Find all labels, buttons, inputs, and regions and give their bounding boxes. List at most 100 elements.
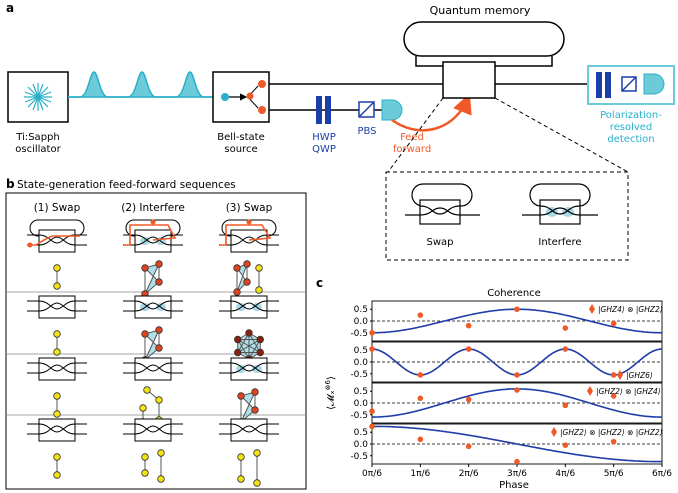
detector-icon — [381, 99, 403, 121]
x-tick-label: 3π/6 — [507, 469, 527, 479]
hwp-label: HWP — [312, 132, 335, 143]
data-point — [465, 396, 472, 403]
y-tick-label: 0.5 — [354, 387, 368, 397]
data-point — [610, 320, 617, 327]
legend-label: |GHZ2⟩ ⊗ |GHZ2⟩ ⊗ |GHZ2⟩ — [560, 428, 663, 437]
data-point — [562, 346, 569, 352]
data-point — [465, 346, 472, 352]
sequence-cell-0-1 — [123, 219, 183, 298]
data-point — [562, 325, 569, 331]
legend-marker — [551, 427, 557, 437]
sequence-cell-3-2 — [219, 418, 279, 487]
feed-forward-arrow — [391, 93, 472, 132]
subplot-2: 0.5 0.0 -0.5 |GHZ6⟩ — [350, 341, 663, 383]
x-tick-label: 0π/6 — [362, 469, 382, 479]
x-tick-label: 2π/6 — [459, 469, 479, 479]
x-tick-label: 1π/6 — [410, 469, 430, 479]
legend-label: |GHZ2⟩ ⊗ |GHZ4⟩ — [596, 387, 661, 396]
legend-marker — [617, 370, 623, 380]
data-point — [417, 372, 424, 378]
y-tick-label: 0.5 — [354, 346, 368, 356]
data-point — [562, 402, 569, 409]
panel-b: b State-generation feed-forward sequence… — [5, 177, 307, 490]
data-point — [369, 423, 375, 430]
panel-b-letter: b — [6, 177, 15, 191]
subplot-4: 0.5 0.0 -0.5 |GHZ2⟩ ⊗ |GHZ2⟩ ⊗ |GHZ2⟩ — [350, 423, 663, 465]
qwp-label: QWP — [312, 144, 336, 155]
panel-c-letter: c — [316, 276, 323, 290]
hwp-plate — [316, 96, 322, 124]
y-tick-label: -0.5 — [350, 452, 368, 462]
pulse-beam — [68, 71, 213, 98]
data-point — [417, 312, 424, 318]
memory-label: Quantum memory — [430, 4, 531, 17]
panel-b-title: State-generation feed-forward sequences — [17, 179, 236, 191]
y-tick-label: -0.5 — [350, 411, 368, 421]
memory-loop — [403, 21, 565, 57]
y-tick-label: 0.0 — [354, 317, 369, 327]
panel-c-title: Coherence — [487, 288, 541, 299]
sequence-cell-0-2 — [219, 219, 279, 296]
inset-interfere-label: Interfere — [538, 237, 581, 248]
data-point — [465, 443, 472, 450]
panel-a-letter: a — [6, 1, 14, 15]
sequence-cell-3-0 — [27, 418, 87, 479]
data-point — [417, 436, 424, 443]
y-tick-label: 0.0 — [354, 399, 369, 409]
qwp-plate — [325, 96, 331, 124]
sequence-cell-1-1 — [123, 295, 183, 364]
sequence-cell-1-2 — [219, 295, 279, 363]
inset-swap: Swap — [405, 183, 480, 248]
data-point — [369, 408, 375, 415]
sequence-cell-1-0 — [27, 295, 87, 356]
data-point — [514, 306, 520, 313]
y-tick-label: -0.5 — [350, 370, 368, 380]
y-tick-label: 0.5 — [354, 428, 368, 438]
y-tick-label: 0.0 — [354, 440, 369, 450]
sequence-cell-2-1 — [123, 357, 183, 426]
data-point — [417, 395, 424, 402]
legend-label: |GHZ6⟩ — [626, 371, 653, 380]
subplot-1: 0.5 0.0 -0.5 |GHZ4⟩ ⊗ |GHZ2⟩ — [350, 300, 663, 342]
data-point — [514, 387, 520, 393]
panel-c-xlabel: Phase — [499, 480, 529, 491]
sequence-cell-2-0 — [27, 357, 87, 418]
col-title-1: (1) Swap — [34, 202, 81, 214]
x-tick-label: 6π/6 — [652, 469, 672, 479]
data-point — [610, 372, 617, 378]
y-tick-label: 0.5 — [354, 305, 368, 315]
legend-marker — [589, 304, 595, 314]
data-point — [369, 329, 375, 336]
laser-icon — [24, 83, 52, 111]
data-point — [514, 458, 520, 465]
data-point — [610, 438, 617, 445]
sequence-cell-2-2 — [219, 357, 279, 426]
x-tick-label: 4π/6 — [555, 469, 575, 479]
inset-interfere: Interfere — [522, 183, 598, 248]
series-curve — [372, 425, 662, 463]
x-tick-label: 5π/6 — [604, 469, 624, 479]
col-title-3: (3) Swap — [226, 202, 273, 214]
sequence-cell-3-1 — [123, 418, 183, 483]
data-point — [465, 322, 472, 329]
panel-c-ylabel: ⟨𝓜ₓ⊗6⟩ — [324, 376, 337, 410]
data-point — [514, 372, 520, 378]
col-title-2: (2) Interfere — [121, 202, 185, 214]
data-point — [562, 442, 569, 448]
panel-c: c Coherence ⟨𝓜ₓ⊗6⟩ Phase 0.5 0.0 -0.5 |GHZ4… — [316, 276, 672, 491]
legend-label: |GHZ4⟩ ⊗ |GHZ2⟩ — [598, 305, 663, 314]
data-point — [610, 393, 617, 399]
y-tick-label: -0.5 — [350, 329, 368, 339]
data-point — [369, 346, 375, 352]
memory-switch — [442, 61, 496, 99]
inset-swap-label: Swap — [426, 237, 453, 248]
subplot-3: 0.5 0.0 -0.5 |GHZ2⟩ ⊗ |GHZ4⟩ — [350, 382, 663, 424]
legend-marker — [587, 386, 593, 396]
y-tick-label: 0.0 — [354, 358, 369, 368]
